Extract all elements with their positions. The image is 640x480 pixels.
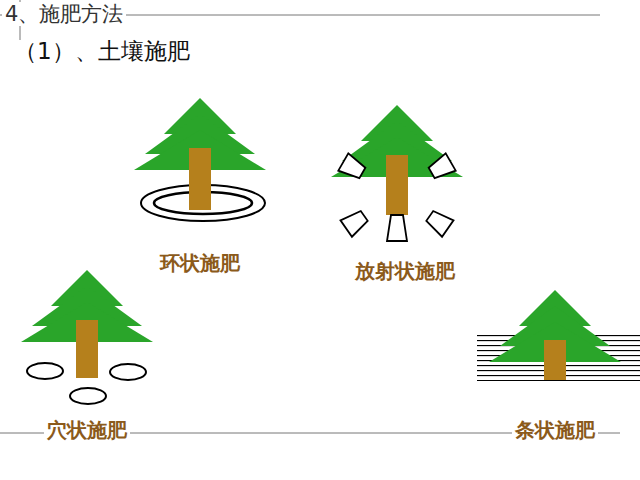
fertilizer-hole (70, 388, 106, 404)
method-label: 穴状施肥 (44, 419, 130, 442)
tree-trunk (386, 150, 408, 215)
tree-trunk (76, 320, 98, 378)
slide-title: 4、施肥方法 (2, 2, 126, 26)
method-label: 放射状施肥 (352, 260, 458, 283)
method-label: 条状施肥 (512, 419, 598, 442)
radial-trench (426, 211, 453, 237)
fertilizer-hole (110, 364, 146, 380)
radial-trench (340, 211, 367, 237)
tree-trunk (386, 155, 408, 215)
radial-trench (429, 153, 456, 178)
tree-trunk (189, 148, 211, 210)
tree-trunk (544, 340, 566, 380)
fertilizer-hole (27, 363, 63, 379)
tree-icon (331, 105, 463, 215)
radial-trench (387, 215, 407, 241)
tree-trunk (76, 315, 98, 378)
tree-trunk (189, 140, 211, 210)
radial-trench (338, 153, 365, 178)
tree-icon (489, 290, 621, 380)
section-heading: （1）、土壤施肥 (14, 38, 190, 64)
tree-icon (21, 270, 153, 378)
tree-icon (134, 98, 266, 210)
method-label: 环状施肥 (157, 252, 243, 275)
